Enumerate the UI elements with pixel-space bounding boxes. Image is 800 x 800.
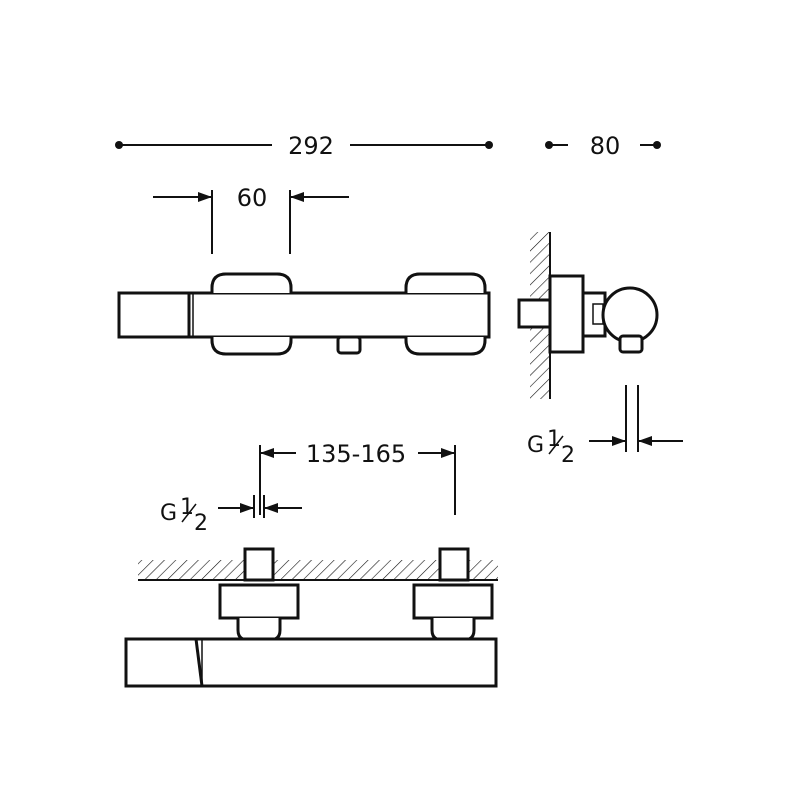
dimension-overall-length-label: 292 xyxy=(288,132,334,160)
mixer-body-top xyxy=(124,637,498,688)
svg-text:2: 2 xyxy=(561,443,575,468)
dimension-inlet-spacing: 135-165 xyxy=(259,440,456,515)
escutcheon-left xyxy=(218,583,300,620)
outlet-nipple xyxy=(336,335,362,355)
svg-text:G: G xyxy=(160,501,177,526)
outlet-side xyxy=(618,334,644,354)
svg-text:1: 1 xyxy=(180,495,194,520)
dimension-thread-bottom: G 1 2 xyxy=(160,495,302,536)
dimension-thread-side: G 1 2 xyxy=(527,385,683,468)
wall-hatch-top xyxy=(138,560,498,580)
mixer-body-side xyxy=(601,286,659,344)
escutcheon-right xyxy=(412,583,494,620)
escutcheon-side xyxy=(548,274,585,354)
dimension-overall-length: 292 xyxy=(115,132,493,160)
dimension-inlet-spacing-label: 135-165 xyxy=(306,440,406,468)
inlet-stub-right xyxy=(438,547,470,582)
dimension-depth-label: 80 xyxy=(590,132,621,160)
dimension-handle-width: 60 xyxy=(153,184,349,254)
nut-left xyxy=(236,618,282,642)
thread-label-bottom: G 1 2 xyxy=(160,495,208,536)
svg-text:1: 1 xyxy=(547,427,561,452)
inlet-stub-left xyxy=(243,547,275,582)
top-view xyxy=(124,547,498,688)
nut-right xyxy=(430,618,476,642)
mixer-body xyxy=(117,291,491,339)
inlet-stub-side xyxy=(517,298,552,329)
dimension-depth: 80 xyxy=(545,132,661,160)
thread-label-side: G 1 2 xyxy=(527,427,575,468)
end-cap-joint-top xyxy=(194,638,204,687)
dimension-handle-width-label: 60 xyxy=(237,184,268,212)
svg-text:G: G xyxy=(527,433,544,458)
svg-text:2: 2 xyxy=(194,511,208,536)
front-view xyxy=(117,272,491,356)
side-view xyxy=(517,232,659,399)
